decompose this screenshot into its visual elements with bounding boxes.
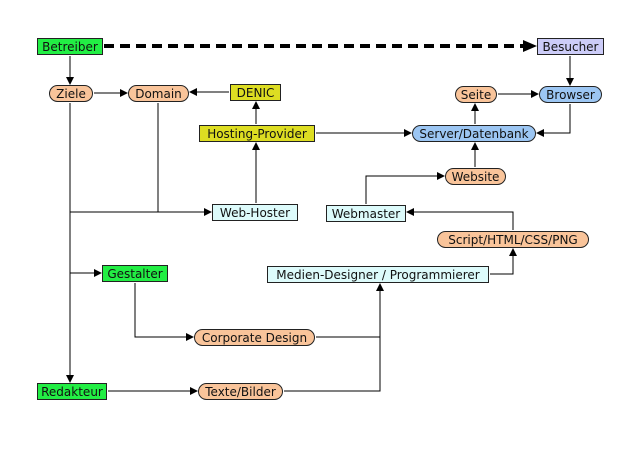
node-label: Corporate Design [201,330,308,345]
node-webmaster: Webmaster [326,205,406,222]
node-label: Script/HTML/CSS/PNG [448,232,578,247]
edge-texte-medien [284,283,384,392]
node-hosting-provider: Hosting-Provider [199,125,315,142]
node-seite: Seite [455,86,497,103]
node-denic: DENIC [230,84,281,101]
node-betreiber: Betreiber [37,38,103,55]
edge-script-webmaster [406,208,514,230]
node-label: Web-Hoster [219,205,291,220]
node-label: Domain [135,86,182,101]
node-label: Ziele [56,86,86,101]
node-label: Redakteur [41,384,103,399]
node-besucher: Besucher [537,38,604,55]
node-redakteur: Redakteur [37,383,107,400]
node-label: Server/Datenbank [419,126,529,141]
node-label: Webmaster [331,206,401,221]
edge-gestalter-corporate [134,283,194,341]
node-label: Besucher [542,39,599,54]
node-label: Hosting-Provider [207,126,307,141]
node-label: Betreiber [42,39,98,54]
node-label: DENIC [236,85,275,100]
node-label: Browser [546,87,595,102]
node-label: Website [451,169,500,184]
edge-medien-script [490,248,517,275]
node-domain: Domain [128,85,189,102]
node-medien-designer: Medien-Designer / Programmierer [267,266,489,283]
node-website: Website [445,168,506,185]
node-script-html-css-png: Script/HTML/CSS/PNG [437,231,589,248]
node-corporate-design: Corporate Design [194,329,315,346]
node-ziele: Ziele [49,85,93,102]
node-label: Texte/Bilder [205,384,276,399]
edge-browser-server [536,104,571,137]
node-texte-bilder: Texte/Bilder [198,383,283,400]
node-browser: Browser [539,86,602,103]
edge-webmaster-website [365,172,445,204]
node-label: Medien-Designer / Programmierer [276,267,480,282]
edge-ziele-gestalter [69,212,102,277]
node-label: Seite [460,87,492,102]
edge-ziele-webhoster [69,103,212,216]
node-server-datenbank: Server/Datenbank [412,125,536,142]
node-gestalter: Gestalter [102,265,168,282]
node-label: Gestalter [107,266,163,281]
node-web-hoster: Web-Hoster [212,204,298,221]
